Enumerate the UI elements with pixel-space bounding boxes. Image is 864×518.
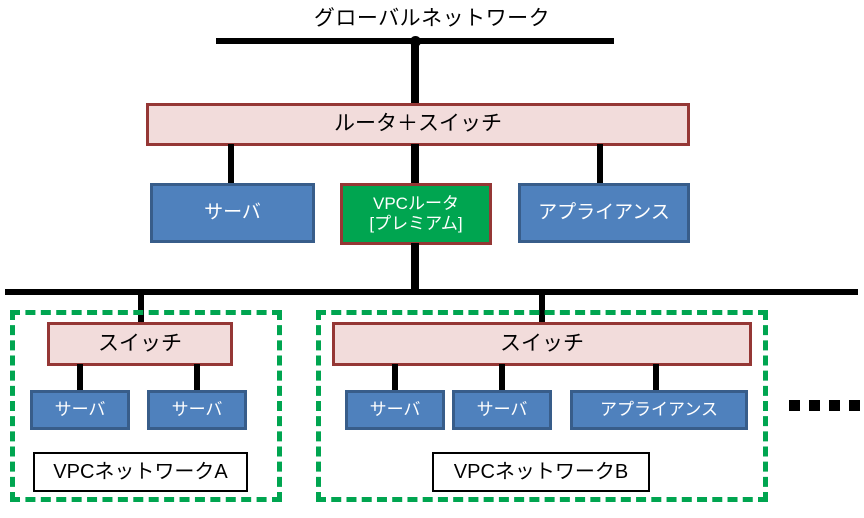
router-to-appliance-link (597, 144, 603, 185)
vpc-b-switch-to-server-1-link (392, 364, 398, 392)
vpc-b-switch-box[interactable]: スイッチ (332, 322, 752, 366)
global-to-router-link (411, 41, 419, 105)
vpc-router-box[interactable]: VPCルータ [プレミアム] (340, 183, 492, 245)
router-to-vpc-router-link (411, 144, 419, 185)
ellipsis-dot (829, 400, 840, 411)
router-to-server-link (228, 144, 234, 185)
vpc-b-switch-to-appliance-link (653, 364, 659, 392)
vpc-b-device-2[interactable]: サーバ (452, 390, 552, 430)
vpc-a-device-1[interactable]: サーバ (30, 390, 130, 430)
vpc-b-device-1[interactable]: サーバ (345, 390, 445, 430)
core-appliance-box[interactable]: アプライアンス (518, 183, 690, 243)
core-server-box[interactable]: サーバ (150, 183, 315, 243)
vpc-b-switch-to-server-2-link (499, 364, 505, 392)
ellipsis-dot (849, 400, 860, 411)
vpc-b-device-3[interactable]: アプライアンス (570, 390, 748, 430)
vpc-a-device-2[interactable]: サーバ (147, 390, 247, 430)
vpc-b-zone-label: VPCネットワークB (432, 452, 650, 492)
vpc-zone-b (316, 310, 768, 502)
vpc-router-to-vpc-bus-link (411, 243, 419, 295)
ellipsis-dot (789, 400, 800, 411)
diagram-title: グローバルネットワーク (313, 7, 551, 30)
ellipsis-dots-icon (789, 400, 864, 411)
vpc-bus-to-vpc-a-link (138, 294, 144, 324)
vpc-a-switch-to-server-2-link (194, 364, 200, 392)
vpc-bus-line (5, 289, 858, 295)
router-switch-box[interactable]: ルータ＋スイッチ (146, 103, 690, 146)
ellipsis-dot (809, 400, 820, 411)
vpc-zone-a (10, 310, 282, 502)
vpc-a-switch-box[interactable]: スイッチ (47, 322, 233, 366)
vpc-bus-to-vpc-b-link (539, 294, 545, 324)
vpc-a-switch-to-server-1-link (77, 364, 83, 392)
vpc-a-zone-label: VPCネットワークA (33, 452, 248, 492)
